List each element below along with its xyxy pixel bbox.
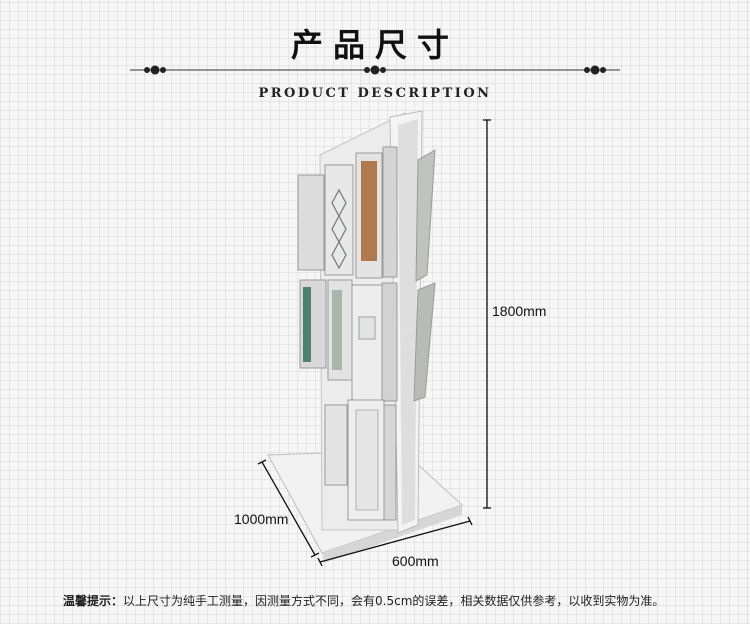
depth-dimension: 1000mm [234,511,289,527]
warm-tip-label: 温馨提示： [63,594,124,608]
height-dimension: 1800mm [492,303,547,319]
warm-tip-text: 以上尺寸为纯手工测量，因测量方式不同，会有0.5cm的误差，相关数据仅供参考，以… [123,594,665,608]
page-title: 产品尺寸 [290,26,459,64]
title-divider [130,65,620,75]
display-rack-image [267,110,463,563]
warm-tip: 温馨提示：以上尺寸为纯手工测量，因测量方式不同，会有0.5cm的误差，相关数据仅… [63,592,664,609]
page-subtitle: PRODUCT DESCRIPTION [258,86,492,101]
width-dimension: 600mm [392,553,439,569]
